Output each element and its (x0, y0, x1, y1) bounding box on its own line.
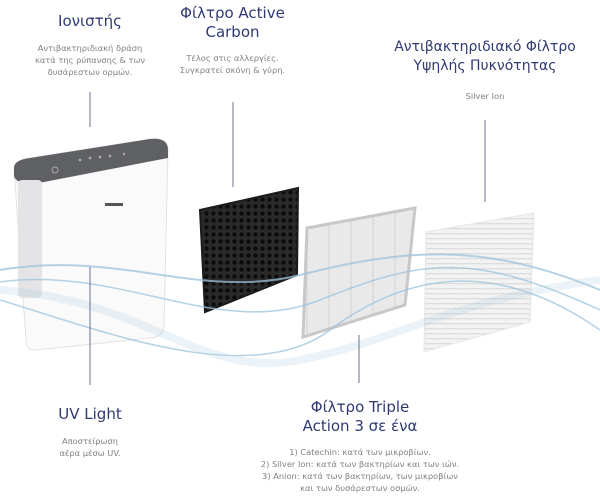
desc-line: 2) Silver Ion: κατά των βακτηρίων και τω… (260, 459, 460, 469)
active-carbon-filter (198, 186, 300, 314)
desc-line: 3) Anion: κατά των βακτηρίων, των μικροβ… (262, 471, 458, 481)
side-vent (18, 180, 42, 298)
triple-desc: 1) Catechin: κατά των μικροβίων. 2) Silv… (250, 446, 470, 494)
title-line: Υψηλής Πυκνότητας (413, 58, 557, 74)
airflow-wave (0, 253, 600, 368)
triple-title: Φίλτρο Triple Action 3 σε ένα (280, 398, 440, 436)
uv-title: UV Light (58, 405, 122, 423)
desc-line: δυσάρεστων ορμών. (47, 67, 133, 77)
title-line: Αντιβακτηριδιακό Φίλτρο (394, 39, 576, 55)
desc-line: Αποστείρωση (61, 436, 119, 446)
desc-line: Συγκρατεί σκόνη & γύρη. (179, 65, 286, 75)
title-line: Action 3 σε ένα (302, 417, 418, 435)
uv-desc: Αποστείρωση αέρα μέσω UV. (20, 435, 160, 459)
desc-line: και των δυσάρεστων οσμών. (300, 483, 420, 493)
carbon-desc: Τέλος στις αλλεργίες. Συγκρατεί σκόνη & … (165, 52, 300, 76)
ionizer-title: Ιονιστής (58, 12, 122, 30)
hepa-title: Αντιβακτηριδιακό Φίλτρο Υψηλής Πυκνότητα… (370, 38, 600, 76)
desc-line: κατά της ρύπανσης & των (34, 55, 146, 65)
carbon-title: Φίλτρο Active Carbon (165, 4, 300, 42)
air-purifier-device (13, 138, 169, 351)
ionizer-desc: Αντιβακτηριδιακή δράση κατά της ρύπανσης… (20, 42, 160, 78)
leader-lines (89, 92, 486, 385)
hepa-desc: Silver Ion (465, 91, 505, 101)
brand-logo (105, 203, 123, 206)
title-line: Φίλτρο Active (180, 4, 285, 22)
desc-line: αέρα μέσω UV. (59, 448, 121, 458)
triple-action-filter (301, 206, 417, 340)
title-line: Carbon (205, 23, 260, 41)
desc-line: 1) Catechin: κατά των μικροβίων. (289, 447, 431, 457)
title-line: Φίλτρο Triple (310, 398, 410, 416)
desc-line: Αντιβακτηριδιακή δράση (37, 43, 143, 53)
desc-line: Τέλος στις αλλεργίες. (186, 53, 279, 63)
